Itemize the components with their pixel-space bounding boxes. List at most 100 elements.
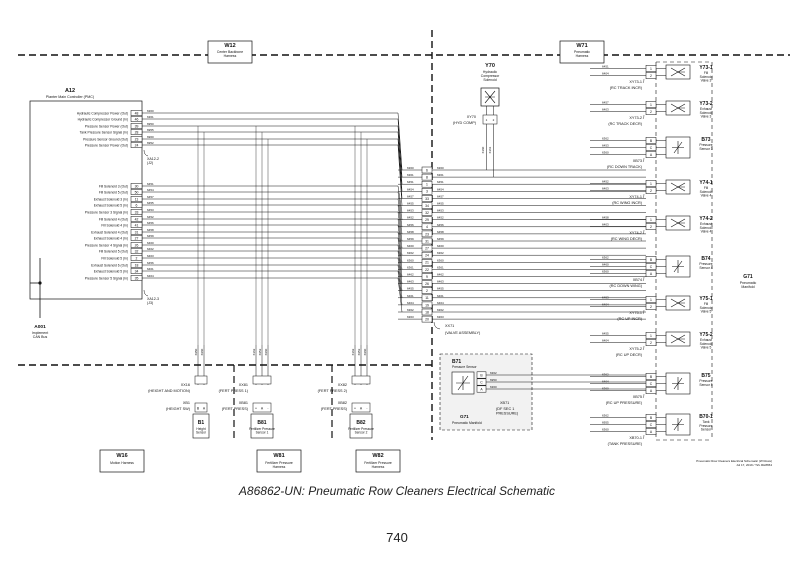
- solenoid-valve-symbol: [670, 298, 686, 308]
- controller-pin-label: Exhaust Solenoid 6 (Out): [91, 263, 128, 267]
- wire-number: 6360: [437, 258, 444, 262]
- b71-pin: C: [480, 380, 483, 384]
- valve-pin-number: 3: [426, 190, 428, 194]
- harness-box-w16: [99, 449, 145, 473]
- harness-name: Harness: [372, 465, 385, 469]
- controller-pin-label: Pressure Sensor 4 Signal (In): [85, 243, 128, 247]
- wire-number: 6457: [147, 195, 154, 199]
- controller-pin-label: Exhaust Solenoid 4 (In): [94, 236, 128, 240]
- device-connector-id: XY75-2: [629, 347, 642, 351]
- wire-number: 6452: [437, 216, 444, 220]
- wire-number: 6362: [407, 308, 414, 312]
- wire-number: 6362: [437, 251, 444, 255]
- pressure-sensor-symbol: [456, 375, 470, 391]
- wire-number: 6463: [407, 280, 414, 284]
- wire-jog: [397, 270, 403, 305]
- sensor-box: [250, 413, 274, 439]
- device-id: Y75-2: [699, 332, 713, 338]
- sensor-harness-connector-id: XX81: [239, 383, 248, 387]
- device-pin: B: [650, 139, 653, 143]
- wire-number: 6955: [602, 421, 609, 425]
- wire-number: 6458: [437, 230, 444, 234]
- harness-name: Fertilizer Pressure: [364, 461, 392, 465]
- controller-pin-number: 6: [136, 203, 138, 207]
- wire-number: 6361: [488, 146, 492, 153]
- wire-number: 6360: [602, 270, 609, 274]
- device-name: Sensor 5: [699, 383, 712, 387]
- device-name: Sensor 4: [699, 266, 712, 270]
- controller-pin-number: 31: [135, 230, 139, 234]
- sensor-pin: A: [203, 407, 206, 411]
- sensor-harness-connector-label: (FERT PRESS 2): [318, 389, 348, 393]
- harness-name: Harness: [273, 465, 286, 469]
- wire-number: 6950: [194, 348, 198, 355]
- sensor-box: [349, 413, 373, 439]
- pressure-sensor-symbol: [672, 141, 684, 154]
- valve-pin-number: 2: [426, 289, 428, 293]
- device-name: Valve 3: [701, 79, 712, 83]
- wire-number: 6952: [147, 141, 154, 145]
- wire-jog: [397, 218, 403, 249]
- wire-number: 6457: [602, 101, 609, 105]
- wire-number: 6360: [147, 109, 154, 113]
- wire-number: 6360: [481, 146, 485, 153]
- device-name: Valve 5: [701, 310, 712, 314]
- connector-curve: [143, 289, 149, 297]
- device-pin: 2: [650, 341, 652, 345]
- wire-number: 6952: [258, 348, 262, 355]
- solenoid-valve-symbol: [670, 218, 686, 228]
- controller-pin-number: 33: [135, 210, 139, 214]
- device-name: Valve 5: [701, 346, 712, 350]
- wire-number: 6451: [437, 180, 444, 184]
- device-name: Fill: [704, 71, 708, 75]
- device-name: Solenoid: [700, 226, 713, 230]
- wire-number: 6953: [357, 348, 361, 355]
- wire-number: 6362: [602, 414, 609, 418]
- controller-pin-label: Exhaust Solenoid 5 (In): [94, 203, 128, 207]
- controller-connector-label: XA12-2: [147, 157, 159, 161]
- compressor-id: Y70: [485, 63, 495, 69]
- controller-pin-label: Fill Solenoid 4 (In): [101, 223, 128, 227]
- controller-id: A12: [65, 88, 75, 94]
- controller-connector-label: (J2): [147, 161, 153, 165]
- sensor-pin: B: [197, 407, 200, 411]
- wire-number: 6960: [200, 348, 204, 355]
- compressor-connector-label: (HYD COMP): [453, 121, 477, 125]
- device-connector-id: XB70-1: [629, 436, 642, 440]
- wire-jog: [397, 112, 403, 171]
- controller-pin-number: 41: [135, 223, 139, 227]
- controller-pin-number: 39: [135, 124, 139, 128]
- connector-curve: [642, 309, 645, 315]
- device-name: Exhaust: [700, 222, 712, 226]
- sensor-harness-connector-label: (FERT PRESS 1): [219, 389, 249, 393]
- wire-number: 6960: [147, 135, 154, 139]
- wire-number: 6453: [602, 296, 609, 300]
- connector-curve: [642, 78, 645, 84]
- device-connector-label: (RC WING DECR): [611, 237, 643, 241]
- device-pin: B: [650, 258, 653, 262]
- wire-number: 6362: [252, 348, 256, 355]
- controller-pin-label: Hydraulic Compressor Power (Out): [77, 111, 128, 115]
- sensor-name: Height: [196, 427, 205, 431]
- controller-pin-label: Hydraulic Compressor Ground (In): [78, 117, 128, 121]
- wire-number: 6404: [602, 72, 609, 76]
- compressor-pin: 2: [493, 118, 495, 122]
- b71-id: B71: [452, 359, 461, 365]
- valve-pin-number: 24: [425, 254, 429, 258]
- device-pin: 1: [650, 182, 652, 186]
- manifold-id: G71: [743, 274, 753, 280]
- b71-manifold-name: Pneumatic Manifold: [452, 421, 482, 425]
- device-connector-label: (RC TRACK DECR): [608, 122, 642, 126]
- wire-number: 6458: [407, 230, 414, 234]
- device-pin: C: [650, 265, 653, 269]
- device-name: Solenoid: [700, 111, 713, 115]
- wire-number: 6453: [602, 144, 609, 148]
- device-id: Y73-1: [699, 65, 713, 71]
- wire-number: 6452: [147, 215, 154, 219]
- valve-connector-id: XX71: [445, 324, 454, 328]
- valve-pin-number: 20: [425, 318, 429, 322]
- device-pin: B: [650, 416, 653, 420]
- wire-number: 6457: [407, 194, 414, 198]
- wire-number: 6455: [407, 287, 414, 291]
- b71-name: Pressure Sensor: [452, 365, 477, 369]
